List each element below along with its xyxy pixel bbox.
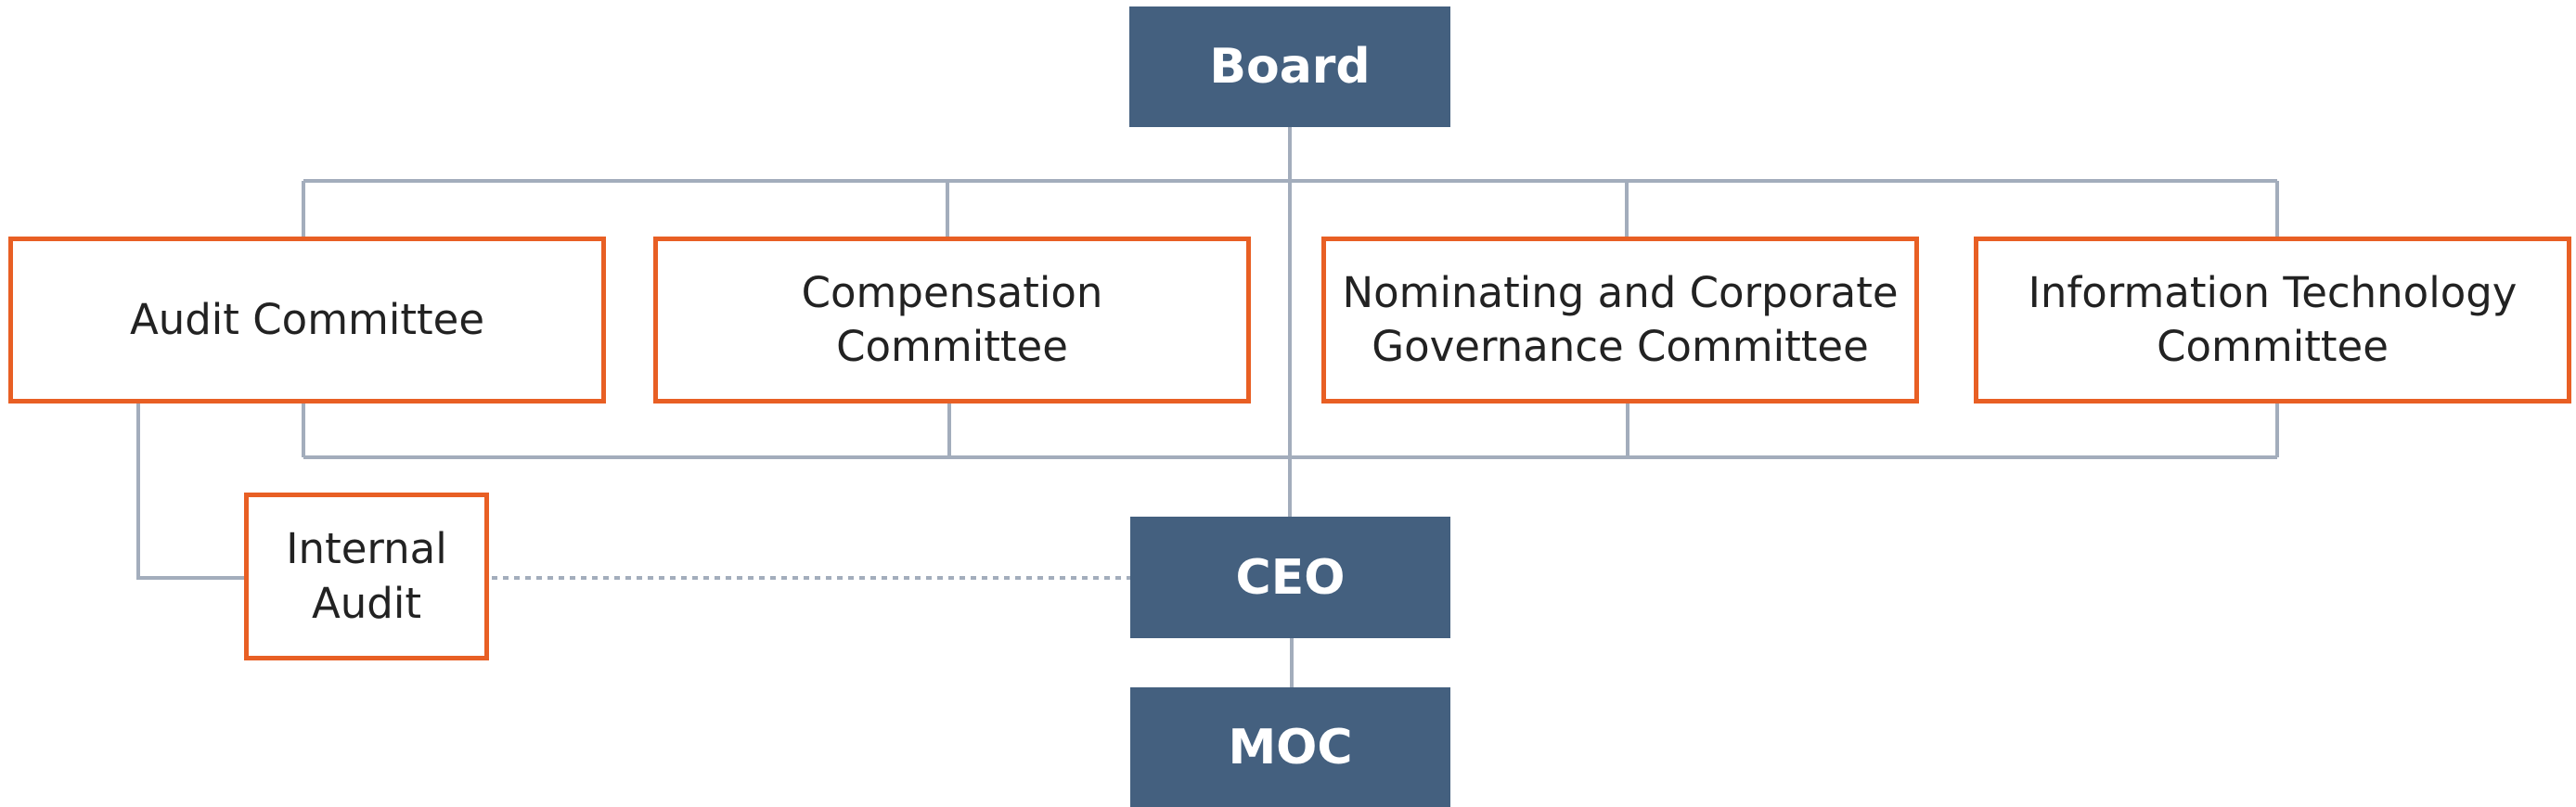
moc-label: MOC <box>1228 719 1353 775</box>
it-committee-box: Information Technology Committee <box>1974 237 2571 404</box>
committee-label: Committee <box>2157 322 2389 371</box>
committee-label: Nominating and Corporate <box>1342 267 1899 317</box>
moc-box: MOC <box>1130 687 1450 807</box>
connector-audit-internal <box>136 402 246 580</box>
committee-label: Information Technology <box>2028 267 2518 317</box>
compensation-committee-box: Compensation Committee <box>653 237 1251 404</box>
nominating-governance-committee-box: Nominating and Corporate Governance Comm… <box>1321 237 1919 404</box>
committee-label: Audit Committee <box>129 294 485 344</box>
committee-label: Compensation <box>801 267 1103 317</box>
internal-audit-label: Internal <box>286 524 447 573</box>
internal-audit-label: Audit <box>311 578 421 628</box>
ceo-label: CEO <box>1235 549 1346 606</box>
board-box: Board <box>1129 6 1450 127</box>
committee-label: Committee <box>836 322 1068 371</box>
internal-audit-box: Internal Audit <box>244 493 489 660</box>
ceo-box: CEO <box>1130 517 1450 638</box>
committee-label: Governance Committee <box>1372 322 1869 371</box>
audit-committee-box: Audit Committee <box>8 237 606 404</box>
board-label: Board <box>1209 39 1371 95</box>
